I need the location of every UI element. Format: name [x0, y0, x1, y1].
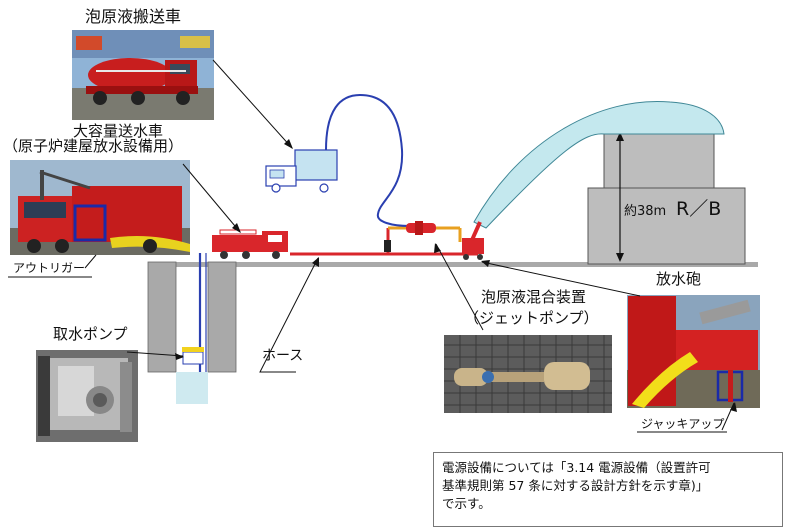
- ground: [147, 261, 758, 404]
- label-high-volume-truck-line1: 大容量送水車: [73, 122, 164, 140]
- label-monitor-nozzle: 放水砲: [656, 270, 702, 288]
- label-jack-up: ジャッキアップ: [641, 417, 725, 431]
- intake-pump-icon: [182, 347, 204, 365]
- pump-truck-icon: [212, 229, 288, 259]
- note-line-3: で示す。: [442, 496, 491, 511]
- label-height: 約38m: [624, 204, 667, 219]
- intake-pump-photo: [36, 350, 138, 442]
- foam-truck-photo: [72, 30, 214, 120]
- label-outrigger: アウトリガー: [13, 261, 86, 275]
- label-building: R／B: [676, 198, 722, 220]
- label-mixer-line1: 泡原液混合装置: [481, 288, 587, 306]
- foam-truck-icon: [265, 149, 338, 193]
- label-intake-pump: 取水ポンプ: [53, 325, 128, 343]
- leader-arrowheads: [175, 139, 737, 412]
- label-mixer-line2: （ジェットポンプ）: [464, 309, 599, 327]
- leader-lines: [84, 59, 735, 431]
- note-line-1: 電源設備については「3.14 電源設備（設置許可: [442, 460, 711, 475]
- mixer-photo: [444, 335, 612, 413]
- label-underlines: [8, 276, 727, 433]
- label-high-volume-truck-line2: （原子炉建屋放水設備用）: [3, 137, 184, 155]
- foam-supply-hose: [325, 93, 411, 227]
- monitor-nozzle-icon: [462, 221, 484, 260]
- mixer-icon: [406, 221, 436, 235]
- water-spray-arc: [473, 100, 725, 229]
- label-foam-transport-truck: 泡原液搬送車: [85, 7, 182, 26]
- power-equipment-note: 電源設備については「3.14 電源設備（設置許可 基準規則第 57 条に対する設…: [433, 452, 783, 527]
- outrigger-highlight-box: [73, 204, 107, 242]
- label-hose: ホース: [262, 348, 304, 364]
- note-line-2: 基準規則第 57 条に対する設計方針を示す章)」: [442, 478, 709, 493]
- reactor-building: [587, 131, 746, 265]
- monitor-nozzle-photo: [627, 295, 760, 408]
- high-volume-truck-photo: [10, 160, 190, 255]
- hose-lines: [198, 93, 478, 372]
